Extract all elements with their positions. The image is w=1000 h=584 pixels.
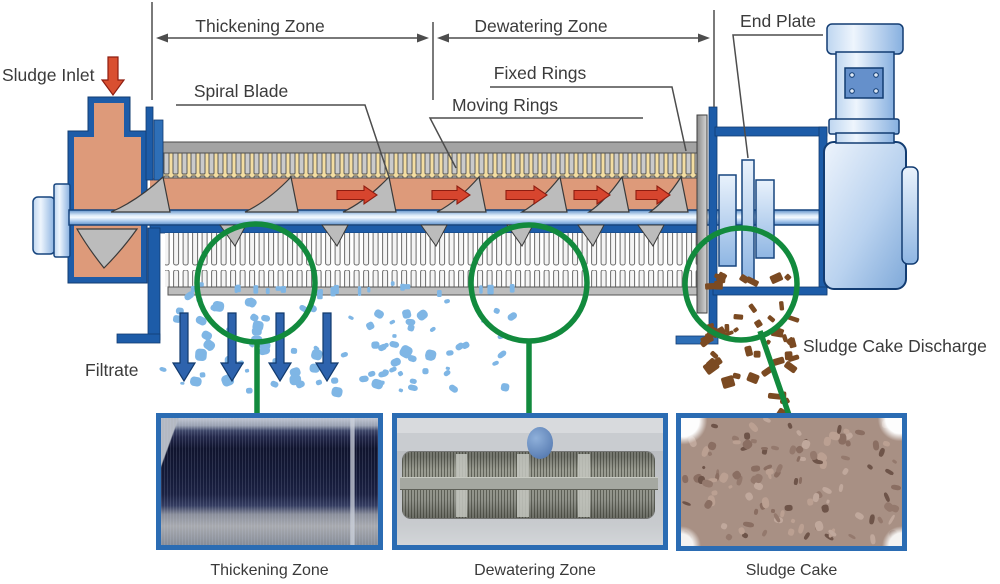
- photo-sludge-cake: [676, 413, 907, 551]
- photo-thickening-zone: [156, 413, 383, 550]
- ring-band-upper: [162, 152, 701, 179]
- motor-cap: [826, 23, 904, 55]
- sludge-cake-photo-art: [681, 418, 902, 546]
- shaft-assembly: [32, 183, 836, 258]
- gearbox: [823, 141, 907, 290]
- label-sludge-inlet: Sludge Inlet: [2, 65, 95, 85]
- dimension-and-leader-lines: [151, 2, 823, 178]
- flow-direction-arrows: [336, 184, 671, 206]
- label-end-plate: End Plate: [740, 11, 816, 31]
- ring-band-lower: [165, 233, 697, 287]
- motor-terminal-box: [844, 67, 884, 99]
- left-bearing: [32, 196, 56, 255]
- label-thickening-zone: Thickening Zone: [195, 16, 325, 36]
- dewatering-photo-art: [397, 418, 663, 545]
- caption-sludge-cake: Sludge Cake: [745, 562, 838, 579]
- end-plate-leader: [732, 34, 823, 159]
- filtrate-arrows: [171, 312, 340, 383]
- label-fixed-rings: Fixed Rings: [493, 63, 587, 83]
- label-sludge-cake-discharge: Sludge Cake Discharge: [803, 336, 987, 356]
- caption-thickening-zone: Thickening Zone: [210, 562, 329, 579]
- drain-foot: [116, 333, 161, 344]
- spiral-blade-leader: [176, 104, 390, 178]
- end-plate-disc: [741, 159, 755, 281]
- drum-bottom-rail: [167, 286, 698, 296]
- fixed-rings-leader: [490, 86, 687, 152]
- discharge-chute-bar: [675, 335, 719, 345]
- thickening-photo-art: [161, 418, 378, 545]
- drive-unit: [823, 23, 919, 290]
- drum-end-plate-gray: [696, 114, 708, 314]
- label-filtrate: Filtrate: [85, 360, 139, 380]
- label-spiral-blade: Spiral Blade: [193, 81, 289, 101]
- label-dewatering-zone: Dewatering Zone: [474, 16, 608, 36]
- highlight-circle-discharge: [682, 225, 800, 343]
- drum-top-casing: [162, 141, 701, 154]
- moving-rings-leader: [428, 117, 643, 169]
- caption-dewatering-zone: Dewatering Zone: [474, 562, 596, 579]
- sludge-inlet-arrow: [100, 56, 126, 97]
- photo-dewatering-zone: [392, 413, 668, 550]
- filtrate-droplets: [159, 281, 517, 398]
- connector-discharge: [757, 330, 792, 416]
- label-moving-rings: Moving Rings: [451, 95, 559, 115]
- zone-highlights: [194, 221, 800, 416]
